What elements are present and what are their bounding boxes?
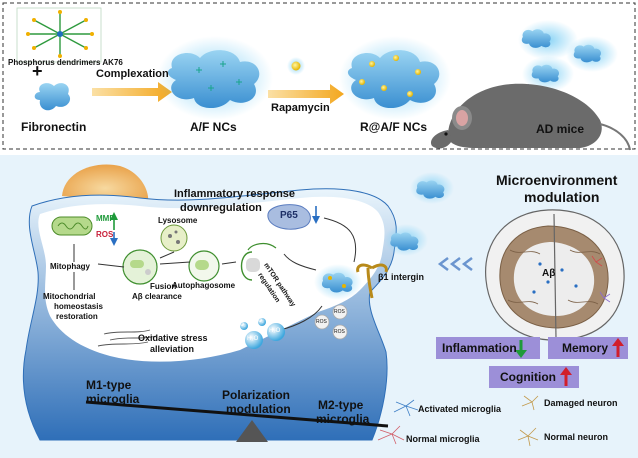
loaded-nanocomplex-icon <box>339 36 451 120</box>
nanocomplex-in-cell-icon <box>314 264 362 300</box>
ros-bubbles-icon <box>314 304 348 340</box>
mmp-label: MMP <box>96 214 115 223</box>
fibronectin-label: Fibronectin <box>21 120 87 134</box>
phosphorus-dendrimer-icon <box>16 7 102 63</box>
rapamycin-arrow <box>268 84 344 104</box>
legend-normal-microglia: Normal microglia <box>406 434 480 444</box>
mitophagy-label: Mitophagy <box>50 262 90 271</box>
o2-symbol-1: O₂ <box>240 322 246 328</box>
inflammation-box <box>436 337 540 359</box>
polarization-line2: modulation <box>226 402 291 416</box>
ros-bubble-3: ROS <box>334 329 345 335</box>
m1-line2: microglia <box>86 392 140 406</box>
microenvironment-title-line1: Microenvironment <box>496 172 618 188</box>
normal-neuron-icon <box>517 427 539 447</box>
wind-lines-icon <box>97 329 157 347</box>
m1-line1: M1-type <box>86 378 132 392</box>
autophagosome-icon <box>188 250 220 282</box>
microenvironment-title-line2: modulation <box>524 189 600 205</box>
mouse-icon <box>430 83 631 151</box>
membrane-icon <box>247 242 277 251</box>
cognition-box <box>489 366 579 388</box>
rapamycin-icon <box>287 57 305 75</box>
chevron-arrows-icon <box>437 257 473 271</box>
plus-sign: + <box>32 61 43 81</box>
complexation-label: Complexation <box>96 68 169 80</box>
nanocomplex-cluster-icon <box>518 20 618 92</box>
af-ncs-label: A/F NCs <box>190 120 237 134</box>
external-nanocomplex-icon <box>384 172 454 256</box>
p65-protein-icon <box>267 204 311 230</box>
integrin-icon <box>356 263 388 299</box>
ad-mice-label: AD mice <box>536 122 585 136</box>
autophagosome-label: Autophagosome <box>172 281 236 290</box>
normal-microglia-icon <box>377 425 405 445</box>
brain-icon <box>485 209 625 341</box>
oxidative-line1: Oxidative stress <box>138 333 208 343</box>
ros-bubble-1: ROS <box>316 319 327 325</box>
p65-label: P65 <box>280 210 298 221</box>
fibronectin-icon <box>34 83 71 111</box>
mitochondrion-icon <box>51 216 93 236</box>
h2o-symbol-1: H₂O <box>247 336 259 342</box>
ros-label: ROS <box>96 230 114 239</box>
phagophore-icon <box>240 251 260 281</box>
dendrimer-label: Phosphorus dendrimers AK76 <box>8 58 123 67</box>
nanocomplex-icon <box>157 36 273 120</box>
integrin-label: β1 intergin <box>378 272 424 282</box>
m2-line1: M2-type <box>318 398 364 412</box>
legend-normal-neuron: Normal neuron <box>544 432 609 442</box>
nucleus-shape <box>62 164 149 204</box>
polarization-line1: Polarization <box>222 388 291 402</box>
homeostasis-line3: restoration <box>56 312 98 321</box>
memory-box <box>548 337 628 359</box>
water-drops-icon <box>240 318 285 349</box>
rapamycin-label: Rapamycin <box>271 102 330 114</box>
top-panel-border <box>2 2 636 150</box>
homeostasis-line2: homeostasis <box>54 302 103 311</box>
seesaw-icon <box>85 400 389 442</box>
raf-ncs-label: R@A/F NCs <box>360 120 428 134</box>
ros-bubble-2: ROS <box>334 309 345 315</box>
cognition-label: Cognition <box>500 370 556 384</box>
complexation-arrow <box>92 82 172 102</box>
fusion-vesicle-icon <box>122 249 158 285</box>
lysosome-icon <box>160 224 188 252</box>
abeta-label: Aβ <box>542 268 556 279</box>
legend-damaged-neuron: Damaged neuron <box>544 398 618 408</box>
h2o-symbol-2: H₂O <box>269 328 281 334</box>
fusion-label: Fusion <box>150 282 177 291</box>
homeostasis-line1: Mitochondrial <box>43 292 96 301</box>
lysosome-label: Lysosome <box>158 216 198 225</box>
legend-activated-microglia: Activated microglia <box>418 404 502 414</box>
o2-symbol-2: O₂ <box>258 318 264 324</box>
activated-microglia-icon <box>393 399 419 417</box>
damaged-neuron-icon <box>521 395 539 411</box>
clearance-label: Aβ clearance <box>132 292 182 301</box>
inflammation-label: Inflammation <box>442 341 517 355</box>
oxidative-line2: alleviation <box>150 344 195 354</box>
memory-label: Memory <box>562 341 609 355</box>
inflammatory-line1: Inflammatory response <box>174 188 296 200</box>
m2-line2: microglia <box>316 412 370 426</box>
inflammatory-line2: downregulation <box>180 202 262 214</box>
